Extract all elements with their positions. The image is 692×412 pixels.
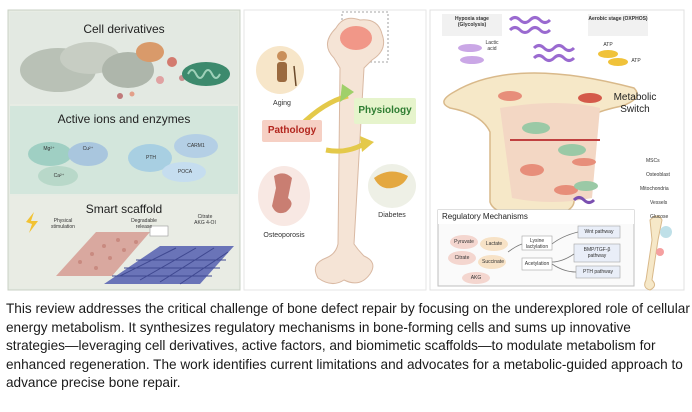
graphical-abstract: Cell derivatives Active ions and enzymes… bbox=[7, 9, 685, 291]
lactate-label: Lactate bbox=[485, 241, 503, 247]
figure-caption: This review addresses the critical chall… bbox=[6, 301, 690, 391]
carm1-label: CARM1 bbox=[187, 143, 205, 149]
smart-scaffold-title: Smart scaffold bbox=[85, 202, 163, 216]
pth-protein bbox=[128, 144, 172, 172]
lactic-acid-label: Lactic acid bbox=[485, 40, 499, 52]
pathology-box bbox=[262, 120, 322, 142]
wnt-pathway-label: Wnt pathway bbox=[584, 229, 614, 235]
ca-ion bbox=[38, 166, 78, 186]
poca-protein bbox=[162, 162, 206, 182]
diabetes-label: Diabetes bbox=[378, 212, 406, 219]
elderly-person-icon bbox=[277, 51, 287, 61]
legend-mitochondria: Mitochondria bbox=[640, 186, 669, 192]
citrate-label: Citrate bbox=[454, 255, 470, 261]
poca-label: POCA bbox=[177, 169, 193, 175]
legend-mitochondria-glyph bbox=[572, 196, 596, 204]
legend-osteoblast: Osteoblast bbox=[646, 172, 670, 178]
atp-label-2: ATP bbox=[631, 58, 641, 64]
physiology-box bbox=[354, 98, 416, 124]
lightning-icon bbox=[26, 212, 38, 233]
acetylation-label: Acetylation bbox=[524, 261, 550, 267]
porous-scaffold bbox=[56, 232, 150, 276]
cell-blob bbox=[102, 52, 154, 88]
atp-label-1: ATP bbox=[603, 42, 613, 48]
pancreas-icon bbox=[374, 171, 408, 189]
osteoporotic-bone-icon bbox=[272, 173, 292, 214]
osteoblast-cell bbox=[520, 164, 544, 176]
mitochondria-icon bbox=[182, 62, 230, 86]
legend-msc-glyph bbox=[572, 158, 596, 166]
pathology-label: Pathology bbox=[267, 125, 317, 136]
mg-label: Mg²⁺ bbox=[43, 146, 55, 152]
citrate-akg-label: Citrate AKG 4-OI bbox=[194, 214, 216, 226]
succinate-label: Succinate bbox=[482, 259, 504, 265]
pth-label: PTH bbox=[146, 155, 156, 161]
switch-label: Switch bbox=[620, 104, 650, 115]
legend-msc: MSCs bbox=[646, 158, 660, 164]
physical-stimulation-label: Physical stimulation bbox=[51, 218, 75, 230]
metabolic-label: Metabolic bbox=[613, 92, 657, 103]
legend-osteoblast-glyph bbox=[574, 181, 598, 191]
pathology-arrow bbox=[325, 141, 366, 154]
legend-vessels: Vessels bbox=[650, 200, 668, 206]
legend-glucose: Glucose bbox=[650, 214, 669, 220]
ca-label: Ca²⁺ bbox=[53, 173, 65, 179]
cu-label: Cu²⁺ bbox=[82, 146, 94, 152]
aerobic-label: Aerobic stage (OXPHOS) bbox=[588, 16, 648, 22]
degradable-release-label: Degradable release bbox=[131, 218, 157, 230]
hypoxia-label: Hypoxia stage (Glycolysis) bbox=[455, 16, 489, 28]
carm1-protein bbox=[174, 134, 218, 158]
physiology-label: Physiology bbox=[358, 105, 412, 116]
active-ions-title: Active ions and enzymes bbox=[57, 112, 191, 126]
osteoporosis-label: Osteoporosis bbox=[263, 232, 305, 239]
pth-pathway-label: PTH pathway bbox=[582, 269, 613, 275]
cu-ion bbox=[68, 142, 108, 166]
lysine-lactylation-label: Lysine lactylation bbox=[525, 238, 549, 250]
cell-derivatives-title: Cell derivatives bbox=[83, 22, 165, 36]
bmp-pathway-label: BMP/TGF-β pathway bbox=[583, 247, 611, 259]
aging-label: Aging bbox=[273, 100, 291, 107]
small-bone-icon bbox=[644, 215, 663, 291]
figure-artwork bbox=[7, 9, 685, 291]
regulatory-title: Regulatory Mechanisms bbox=[442, 212, 528, 221]
bone-defect bbox=[340, 26, 372, 50]
pyruvate-label: Pyruvate bbox=[454, 239, 474, 245]
msc-cell bbox=[522, 122, 550, 134]
akg-label: AKG bbox=[470, 275, 482, 281]
vesicle-icon bbox=[136, 42, 164, 62]
mg-ion bbox=[28, 142, 72, 166]
